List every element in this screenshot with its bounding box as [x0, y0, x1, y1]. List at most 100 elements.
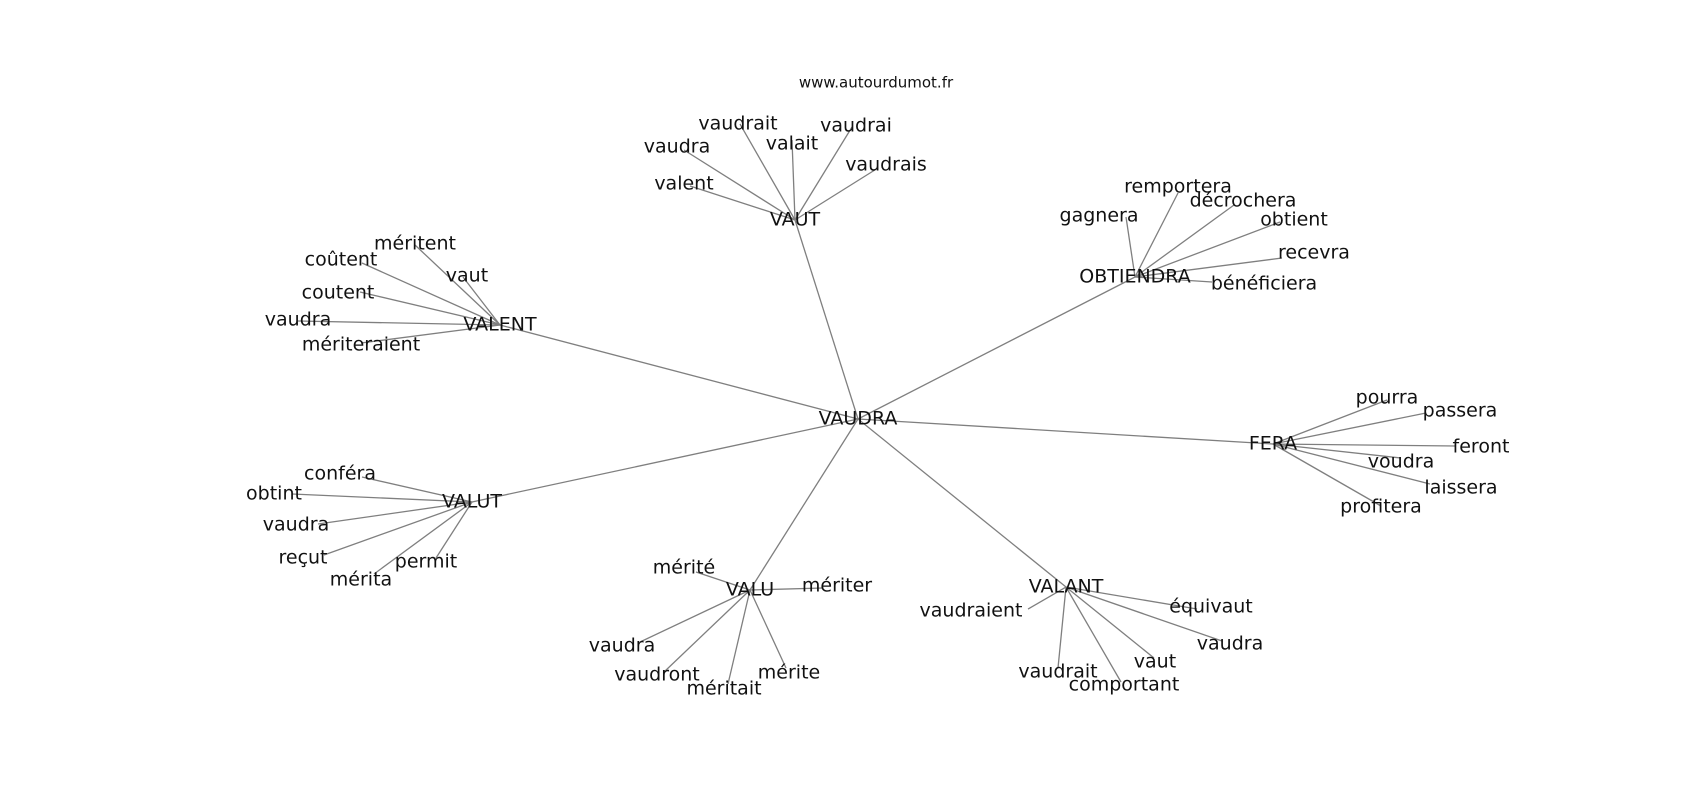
- edge-center-to-hub: [794, 219, 859, 420]
- edge-hub-to-leaf: [361, 262, 501, 326]
- leaf-node: bénéficiera: [1211, 273, 1317, 295]
- hub-node: VAUT: [770, 209, 821, 231]
- edge-hub-to-leaf: [291, 493, 473, 503]
- edge-hub-to-leaf: [1272, 443, 1402, 459]
- leaf-node: obtint: [246, 483, 302, 505]
- edge-hub-to-leaf: [791, 139, 796, 221]
- edge-hub-to-leaf: [1065, 586, 1223, 642]
- leaf-node: mériter: [802, 575, 872, 597]
- leaf-node: vaut: [1134, 651, 1176, 673]
- leaf-node: coûtent: [305, 249, 378, 271]
- edge-hub-to-leaf: [1065, 586, 1198, 610]
- edge-hub-to-leaf: [683, 149, 796, 221]
- leaf-node: vaudra: [644, 136, 710, 158]
- leaf-node: vaut: [446, 265, 488, 287]
- edge-hub-to-leaf: [663, 589, 751, 673]
- edge-hub-to-leaf: [1272, 412, 1427, 445]
- edge-center-to-hub: [749, 418, 859, 591]
- leaf-node: gagnera: [1060, 205, 1139, 227]
- edge-hub-to-leaf: [1272, 399, 1388, 445]
- edge-hub-to-leaf: [360, 324, 501, 344]
- leaf-node: remportera: [1124, 176, 1232, 198]
- edge-hub-to-leaf: [462, 276, 501, 326]
- edge-hub-to-leaf: [1057, 586, 1067, 669]
- leaf-node: méritent: [374, 233, 456, 255]
- edge-hub-to-leaf: [794, 167, 879, 221]
- edge-hub-to-leaf: [297, 320, 501, 326]
- leaf-node: vaudront: [614, 664, 700, 686]
- leaf-node: profitera: [1340, 496, 1422, 518]
- leaf-node: méritait: [686, 678, 761, 700]
- leaf-node: valent: [654, 173, 713, 195]
- leaf-node: conféra: [304, 463, 376, 485]
- edge-hub-to-leaf: [1134, 204, 1235, 278]
- edge-hub-to-leaf: [1272, 443, 1431, 485]
- leaf-node: décrochera: [1190, 190, 1297, 212]
- hub-node: VALUT: [442, 491, 502, 513]
- edge-hub-to-leaf: [361, 476, 473, 503]
- edge-center-to-hub: [857, 418, 1274, 445]
- leaf-node: vaudra: [1197, 633, 1263, 655]
- leaf-node: coutent: [302, 282, 375, 304]
- leaf-node: vaudra: [265, 309, 331, 331]
- leaf-node: recevra: [1278, 242, 1350, 264]
- edge-hub-to-leaf: [1125, 216, 1136, 278]
- edge-hub-to-leaf: [639, 589, 751, 643]
- edge-hub-to-leaf: [727, 589, 751, 685]
- leaf-node: vaudrait: [698, 113, 777, 135]
- edge-center-to-hub: [857, 418, 1067, 588]
- leaf-node: vaudrai: [820, 115, 892, 137]
- leaf-node: reçut: [278, 547, 327, 569]
- edge-hub-to-leaf: [695, 571, 751, 591]
- site-watermark: www.autourdumot.fr: [799, 74, 954, 92]
- edge-hub-to-leaf: [794, 126, 853, 221]
- edge-hub-to-leaf: [1065, 586, 1122, 683]
- edge-hub-to-leaf: [317, 501, 473, 525]
- leaf-node: mérité: [653, 557, 715, 579]
- edge-hub-to-leaf: [1272, 443, 1457, 447]
- leaf-node: vaudrait: [1018, 661, 1097, 683]
- leaf-node: vaudraient: [920, 600, 1023, 622]
- leaf-node: voudra: [1368, 451, 1434, 473]
- hub-node: VALENT: [463, 314, 537, 336]
- center-node: VAUDRA: [819, 408, 898, 430]
- edge-hub-to-leaf: [435, 501, 473, 559]
- leaf-node: mériteraient: [302, 334, 420, 356]
- edge-center-to-hub: [857, 276, 1136, 420]
- edge-hub-to-leaf: [414, 244, 501, 326]
- leaf-node: passera: [1423, 400, 1498, 422]
- graph-edges: [291, 123, 1457, 685]
- edge-center-to-hub: [499, 324, 859, 420]
- edge-hub-to-leaf: [1134, 192, 1179, 278]
- edge-hub-to-leaf: [359, 291, 501, 326]
- edge-hub-to-leaf: [1065, 586, 1155, 659]
- hub-node: VALANT: [1029, 576, 1104, 598]
- edge-center-to-hub: [471, 418, 859, 503]
- edge-hub-to-leaf: [323, 501, 473, 556]
- edge-hub-to-leaf: [1134, 221, 1281, 278]
- edge-hub-to-leaf: [373, 501, 473, 575]
- leaf-node: vaudra: [263, 514, 329, 536]
- leaf-node: laissera: [1424, 477, 1497, 499]
- leaf-node: vaudra: [589, 635, 655, 657]
- leaf-node: valait: [766, 133, 819, 155]
- edge-hub-to-leaf: [1134, 276, 1213, 283]
- edge-hub-to-leaf: [689, 185, 796, 221]
- leaf-node: feront: [1453, 436, 1510, 458]
- edge-hub-to-leaf: [1272, 443, 1382, 507]
- edge-hub-to-leaf: [749, 587, 824, 591]
- leaf-node: pourra: [1356, 387, 1419, 409]
- hub-node: FERA: [1249, 433, 1297, 455]
- leaf-node: mérita: [330, 569, 392, 591]
- leaf-node: permit: [395, 551, 457, 573]
- leaf-node: mérite: [758, 662, 820, 684]
- edge-hub-to-leaf: [749, 589, 787, 669]
- leaf-node: comportant: [1069, 674, 1180, 696]
- edge-hub-to-leaf: [1134, 257, 1283, 278]
- hub-node: OBTIENDRA: [1079, 266, 1190, 288]
- edge-hub-to-leaf: [1027, 586, 1067, 610]
- hub-node: VALU: [726, 579, 774, 601]
- leaf-node: vaudrais: [845, 154, 927, 176]
- leaf-node: obtient: [1260, 209, 1328, 231]
